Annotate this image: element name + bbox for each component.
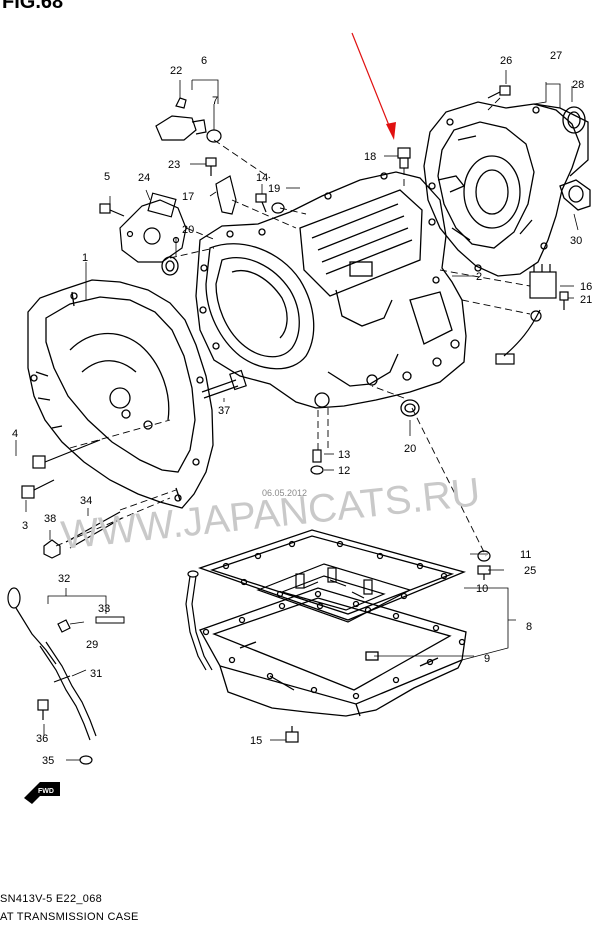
bolt-5 bbox=[99, 203, 125, 217]
callout-19: 19 bbox=[268, 183, 280, 195]
transmission-case bbox=[195, 171, 467, 409]
breather-tube bbox=[185, 570, 213, 671]
callout-9: 9 bbox=[484, 653, 490, 665]
callout-8: 8 bbox=[526, 621, 532, 633]
bolt-14 bbox=[255, 193, 285, 214]
bolt-4 bbox=[32, 439, 101, 469]
stud-34 bbox=[65, 511, 123, 549]
callout-3: 3 bbox=[22, 520, 28, 532]
dowel-13 bbox=[310, 449, 324, 475]
callout-25: 25 bbox=[524, 565, 536, 577]
callout-4: 4 bbox=[12, 428, 18, 440]
callout-17: 17 bbox=[182, 191, 194, 203]
callout-2: 2 bbox=[476, 271, 482, 283]
dashed-alignment-lines bbox=[55, 97, 531, 557]
callout-21: 21 bbox=[580, 294, 592, 306]
stud-37 bbox=[201, 369, 247, 399]
callout-27: 27 bbox=[550, 50, 562, 62]
callout-22: 22 bbox=[170, 65, 182, 77]
callout-15: 15 bbox=[250, 735, 262, 747]
callout-12: 12 bbox=[338, 465, 350, 477]
figure-name: AT TRANSMISSION CASE bbox=[0, 911, 139, 923]
fwd-direction-badge: FWD bbox=[24, 782, 60, 804]
callout-33: 33 bbox=[98, 603, 110, 615]
callout-38: 38 bbox=[44, 513, 56, 525]
bolt-36 bbox=[37, 699, 49, 720]
callout-10: 10 bbox=[476, 583, 488, 595]
fwd-label: FWD bbox=[38, 788, 54, 795]
converter-housing bbox=[27, 279, 214, 509]
callout-20a: 20 bbox=[182, 224, 194, 236]
indicator-arrow bbox=[351, 32, 396, 140]
sensor-17 bbox=[215, 175, 237, 215]
callout-numbers: 1 2 3 4 5 6 7 8 9 10 11 12 13 14 15 16 1… bbox=[12, 50, 592, 767]
connector-16 bbox=[495, 264, 569, 365]
callout-24: 24 bbox=[138, 172, 150, 184]
oil-seal-28 bbox=[562, 106, 586, 134]
bolt-23 bbox=[205, 157, 217, 176]
callout-14: 14 bbox=[256, 172, 268, 184]
speed-sensor-7 bbox=[155, 97, 222, 143]
callout-37: 37 bbox=[218, 405, 230, 417]
figure-code: SN413V-5 E22_068 bbox=[0, 893, 103, 905]
oring-35 bbox=[79, 755, 93, 765]
extension-housing bbox=[423, 101, 589, 277]
callout-20b: 20 bbox=[404, 443, 416, 455]
callout-11: 11 bbox=[520, 549, 531, 561]
drain-parts-11-25 bbox=[477, 550, 491, 580]
callout-7: 7 bbox=[212, 95, 218, 107]
nut-38 bbox=[43, 539, 61, 559]
callout-31: 31 bbox=[90, 668, 102, 680]
callout-1: 1 bbox=[82, 252, 88, 264]
callout-35: 35 bbox=[42, 755, 54, 767]
callout-29: 29 bbox=[86, 639, 98, 651]
gasket-33 bbox=[95, 616, 125, 624]
callout-36: 36 bbox=[36, 733, 48, 745]
callout-34: 34 bbox=[80, 495, 92, 507]
oil-strainer bbox=[256, 563, 412, 623]
callout-26: 26 bbox=[500, 55, 512, 67]
figure-title: FIG.68 bbox=[2, 0, 63, 13]
drain-plug-15 bbox=[285, 726, 299, 743]
watermark-date: 06.05.2012 bbox=[262, 488, 307, 498]
seal-20 bbox=[161, 256, 420, 417]
callout-23: 23 bbox=[168, 159, 180, 171]
callout-32: 32 bbox=[58, 573, 70, 585]
plug-18 bbox=[397, 147, 411, 169]
watermark-text: WWW.JAPANCATS.RU bbox=[59, 470, 482, 558]
bolt-3 bbox=[21, 479, 55, 499]
callout-5: 5 bbox=[104, 171, 110, 183]
bracket-30 bbox=[559, 179, 591, 211]
callout-16: 16 bbox=[580, 281, 592, 293]
clip-29 bbox=[57, 619, 71, 633]
bolt-26 bbox=[487, 85, 511, 99]
filler-tube-31 bbox=[39, 641, 97, 741]
callout-18: 18 bbox=[364, 151, 376, 163]
callout-30: 30 bbox=[570, 235, 582, 247]
position-switch-24 bbox=[119, 192, 187, 263]
oil-pan-8 bbox=[199, 587, 467, 717]
callout-28: 28 bbox=[572, 79, 584, 91]
dipstick-32 bbox=[7, 587, 57, 665]
oil-pan-gasket-10 bbox=[198, 529, 466, 621]
callout-6: 6 bbox=[201, 55, 207, 67]
callout-13: 13 bbox=[338, 449, 350, 461]
leader-lines bbox=[15, 70, 579, 761]
